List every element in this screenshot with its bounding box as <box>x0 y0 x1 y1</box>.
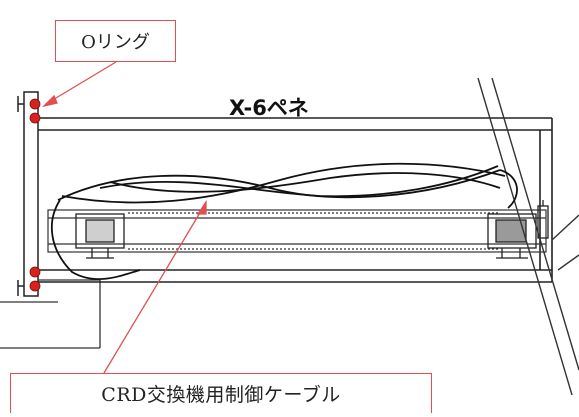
cable-leader <box>103 205 205 374</box>
trolley-right <box>487 200 549 259</box>
oring-callout: Oリング <box>55 20 176 62</box>
control-cable <box>50 162 518 280</box>
oring-seals <box>29 98 41 292</box>
penetration-label: X-6ペネ <box>229 96 309 120</box>
oring-dot-bottom-1 <box>29 266 41 278</box>
oring-dot-top-1 <box>29 98 41 110</box>
trolley-left <box>75 213 125 259</box>
vessel-wall <box>477 77 579 396</box>
oring-arrowhead <box>41 94 58 108</box>
oring-leader <box>45 61 117 105</box>
flange <box>17 91 39 297</box>
guide-rail <box>47 209 547 253</box>
wall <box>0 279 101 349</box>
sleeve <box>38 117 553 283</box>
oring-dot-bottom-2 <box>29 280 41 292</box>
cable-arrowhead <box>196 199 207 215</box>
leader-lines <box>41 61 207 374</box>
cable-callout: CRD交換機用制御ケーブル <box>10 373 432 413</box>
oring-dot-top-2 <box>29 112 41 124</box>
